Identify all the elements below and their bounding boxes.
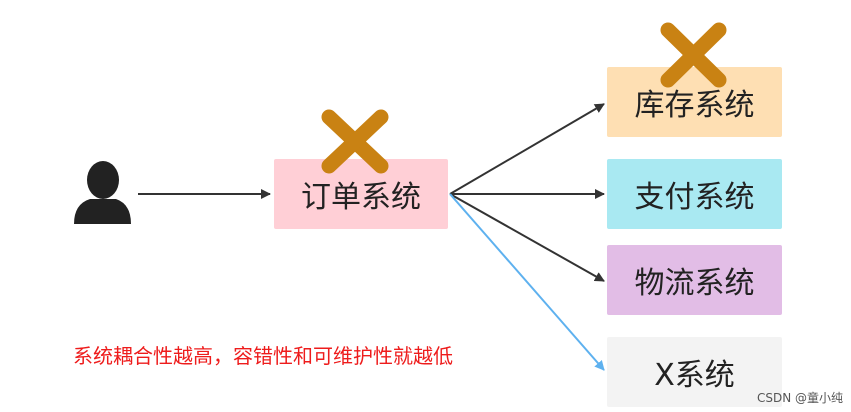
order-system-label: 订单系统 xyxy=(301,180,421,215)
arrow-order-to-logistics xyxy=(449,193,605,282)
payment-system-label: 支付系统 xyxy=(634,180,755,215)
payment-system-node: 支付系统 xyxy=(607,159,782,229)
logistics-system-label: 物流系统 xyxy=(634,266,755,301)
arrow-order-to-stock xyxy=(449,103,605,195)
coupling-note: 系统耦合性越高，容错性和可维护性就越低 xyxy=(73,344,453,368)
stock-system-node: 库存系统 xyxy=(607,67,782,137)
x-system-node: X系统 xyxy=(607,337,782,407)
arrow-order-to-x xyxy=(449,193,605,371)
order-system-node: 订单系统 xyxy=(274,159,448,229)
watermark: CSDN @童小纯 xyxy=(756,391,843,405)
logistics-system-node: 物流系统 xyxy=(607,245,782,315)
user-icon xyxy=(74,161,131,224)
x-system-label: X系统 xyxy=(654,358,735,393)
stock-system-label: 库存系统 xyxy=(634,88,755,123)
